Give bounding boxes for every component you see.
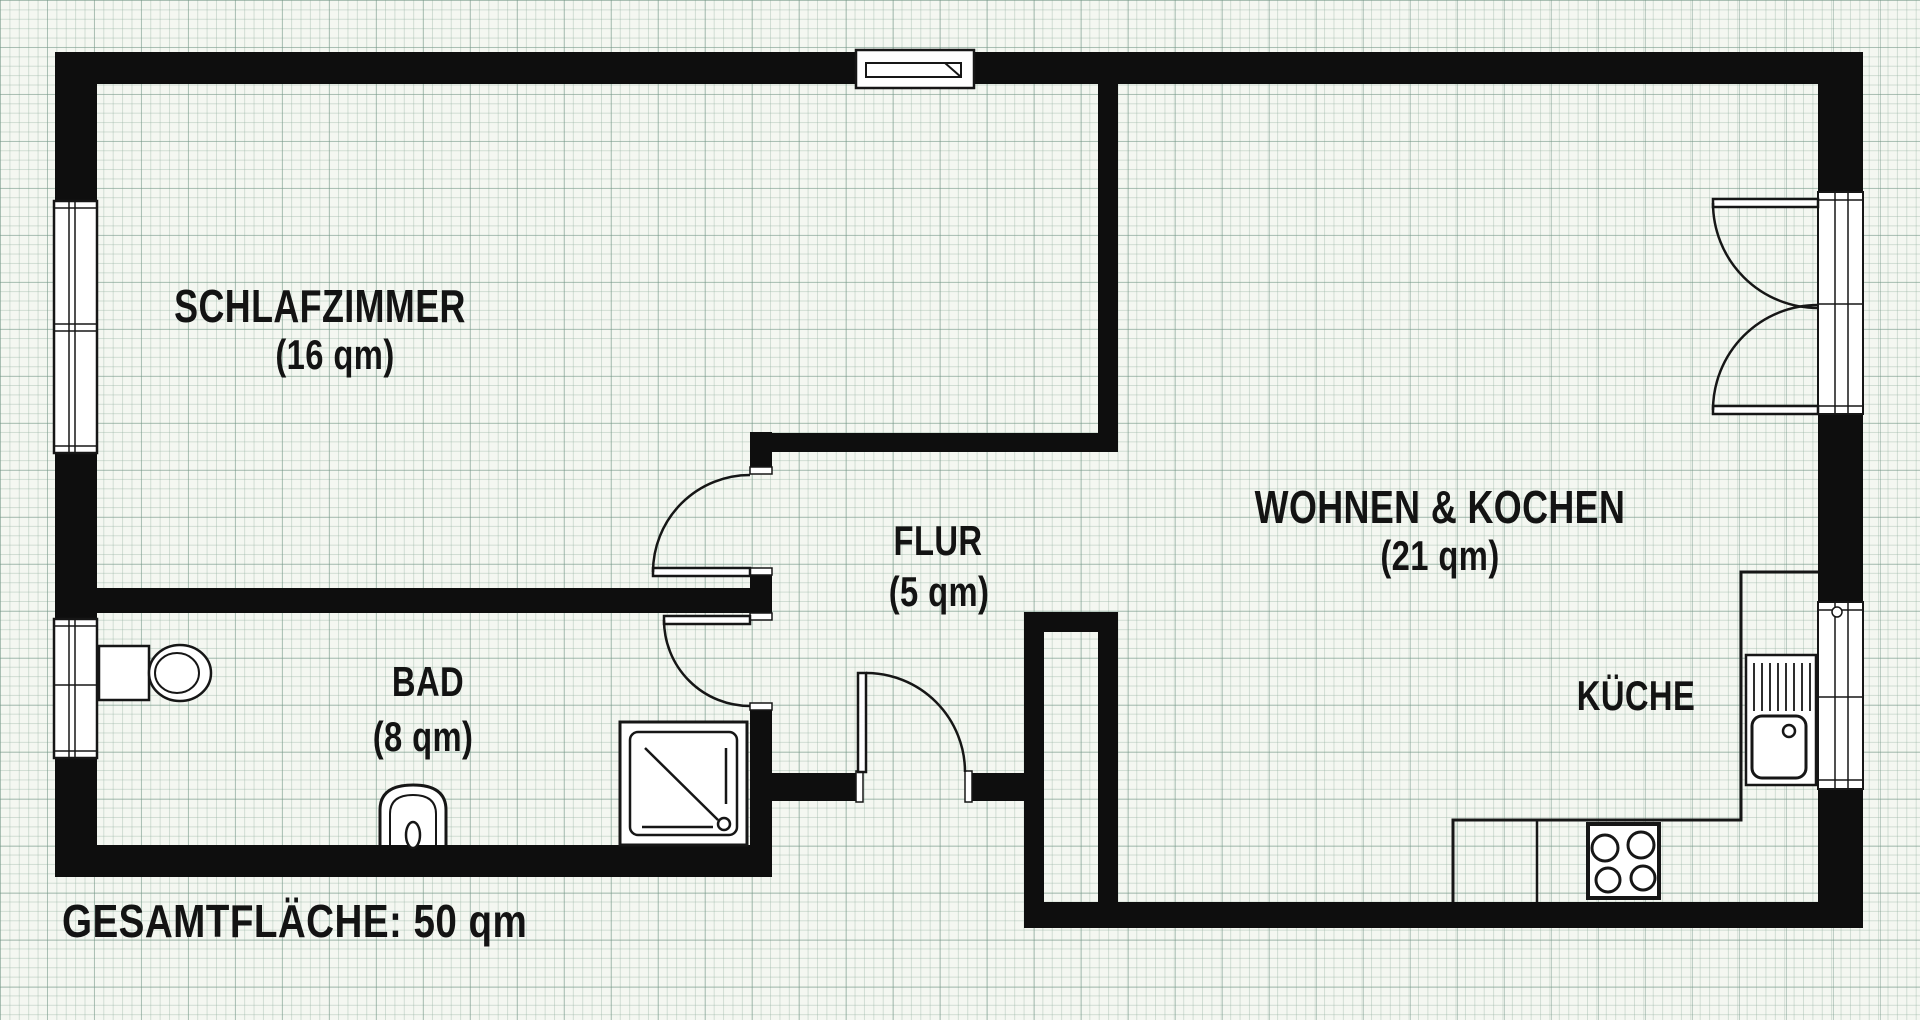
room-label-flur: FLUR — [893, 517, 983, 564]
wall-left-upper — [55, 84, 97, 202]
post-bedroom-door-bottom — [749, 567, 773, 576]
doors — [651, 197, 1820, 774]
kitchen-fixtures — [1451, 570, 1818, 902]
bedroom-door-icon — [651, 473, 752, 578]
wall-shaft-left — [1024, 612, 1044, 928]
bathroom-fixtures — [97, 643, 749, 850]
wall-mid-center — [750, 575, 772, 613]
room-label-bad: BAD — [391, 658, 465, 705]
post-entrance-right — [964, 770, 973, 803]
wall-hall-living — [1098, 84, 1118, 452]
room-label-kueche: KÜCHE — [1576, 672, 1696, 719]
window-top-icon — [854, 48, 976, 90]
wall-shaft-right — [1098, 612, 1118, 928]
windows — [52, 48, 1864, 790]
room-label-wohnen-kochen: WOHNEN & KOCHEN — [1254, 481, 1626, 533]
shower-icon — [618, 720, 749, 847]
wall-right-middle — [1818, 413, 1863, 603]
door-frame-posts — [749, 466, 973, 803]
wall-divider-bed-bath — [97, 588, 750, 613]
post-bath-door-bottom — [749, 702, 773, 711]
bathroom-door-icon — [662, 614, 752, 708]
wall-right-upper — [1818, 52, 1863, 193]
stove-icon — [1586, 822, 1661, 900]
post-bedroom-door-top — [749, 466, 773, 475]
kitchen-sink-icon — [1744, 653, 1818, 787]
wall-left-middle — [55, 453, 97, 620]
wall-top-left — [55, 52, 858, 84]
wall-bottom-bath — [55, 845, 772, 877]
window-right-kitchen-icon — [1817, 601, 1864, 790]
wall-mid-upper — [750, 432, 772, 468]
total-area-label: GESAMTFLÄCHE: 50 qm — [62, 895, 528, 947]
window-left-bedroom-icon — [52, 199, 99, 455]
entrance-door-icon — [856, 671, 967, 774]
wall-bottom-living — [1024, 902, 1863, 928]
room-area-wohnen-kochen: (21 qm) — [1380, 532, 1500, 579]
wall-top-right — [973, 52, 1863, 84]
room-area-bad: (8 qm) — [372, 713, 474, 760]
kitchen-counter-icon — [1451, 570, 1818, 902]
wall-shaft-top — [1044, 612, 1098, 632]
washbasin-icon — [378, 783, 448, 850]
french-door-frame-icon — [1817, 191, 1864, 415]
wall-right-lower — [1818, 788, 1863, 928]
toilet-icon — [97, 643, 213, 703]
post-bath-door-top — [749, 612, 773, 621]
room-area-flur: (5 qm) — [888, 568, 990, 615]
post-entrance-left — [855, 770, 864, 803]
walls — [55, 52, 1863, 928]
french-double-door-icon — [1711, 197, 1820, 416]
wall-hall-bottom-left — [750, 773, 862, 801]
room-area-schlafzimmer: (16 qm) — [275, 331, 395, 378]
wall-hall-top — [772, 433, 1118, 452]
room-label-schlafzimmer: SCHLAFZIMMER — [174, 280, 466, 332]
wall-hall-bottom-right — [967, 773, 1024, 801]
window-left-bath-icon — [52, 617, 99, 760]
